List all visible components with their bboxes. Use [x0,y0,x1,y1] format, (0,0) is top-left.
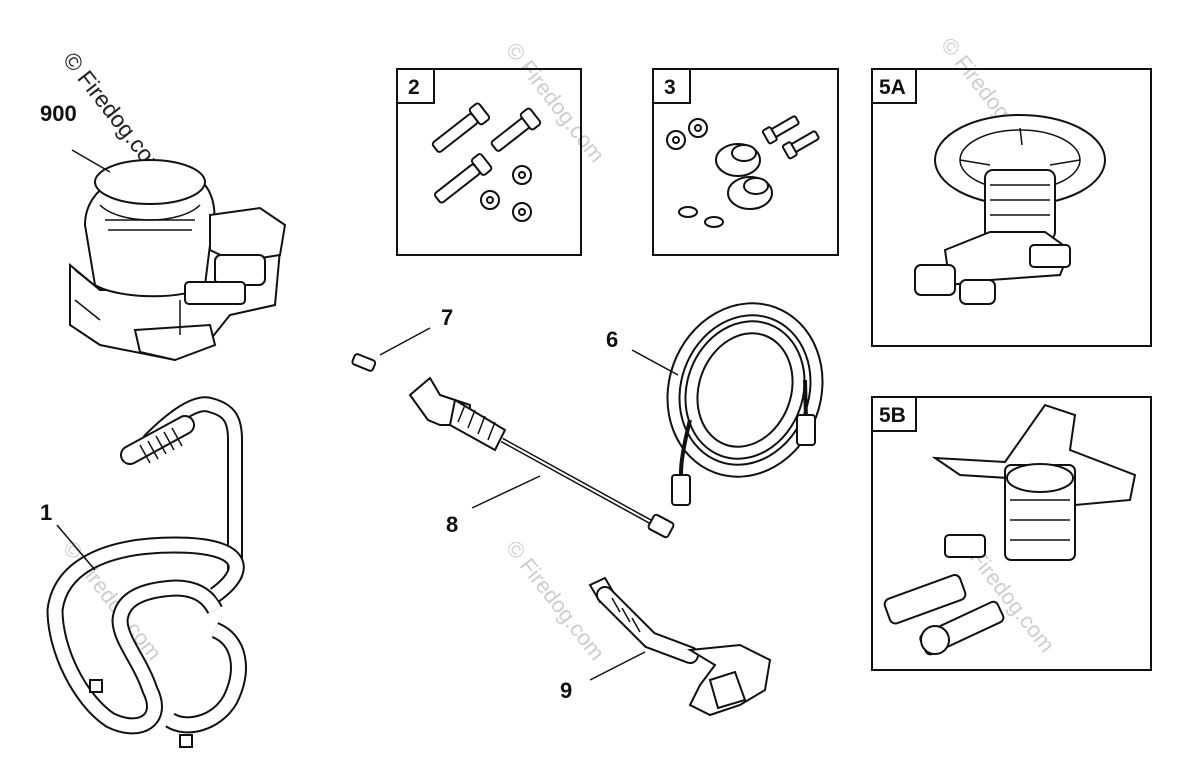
nozzle-illustration [351,327,431,372]
label-900: 900 [40,101,77,126]
label-5a: 5A [879,76,906,99]
hose-illustration [631,302,824,506]
watermark-1: © Firedog.com [501,38,610,167]
handle-illustration [46,396,247,748]
engine-illustration [69,149,287,362]
label-9: 9 [560,678,572,703]
gun-illustration [588,576,772,717]
wand-illustration [408,376,675,539]
label-8: 8 [446,512,458,537]
kit-2-box [396,68,582,256]
label-1: 1 [40,500,52,525]
pump-5b-box [871,396,1152,671]
kit-3-box [652,68,839,256]
pump-5a-box [871,68,1152,347]
watermark-4: © Firedog.com [501,536,610,665]
label-2: 2 [408,76,420,99]
label-5b: 5B [879,404,906,427]
label-7: 7 [441,305,453,330]
label-3: 3 [664,76,676,99]
label-6: 6 [606,327,618,352]
